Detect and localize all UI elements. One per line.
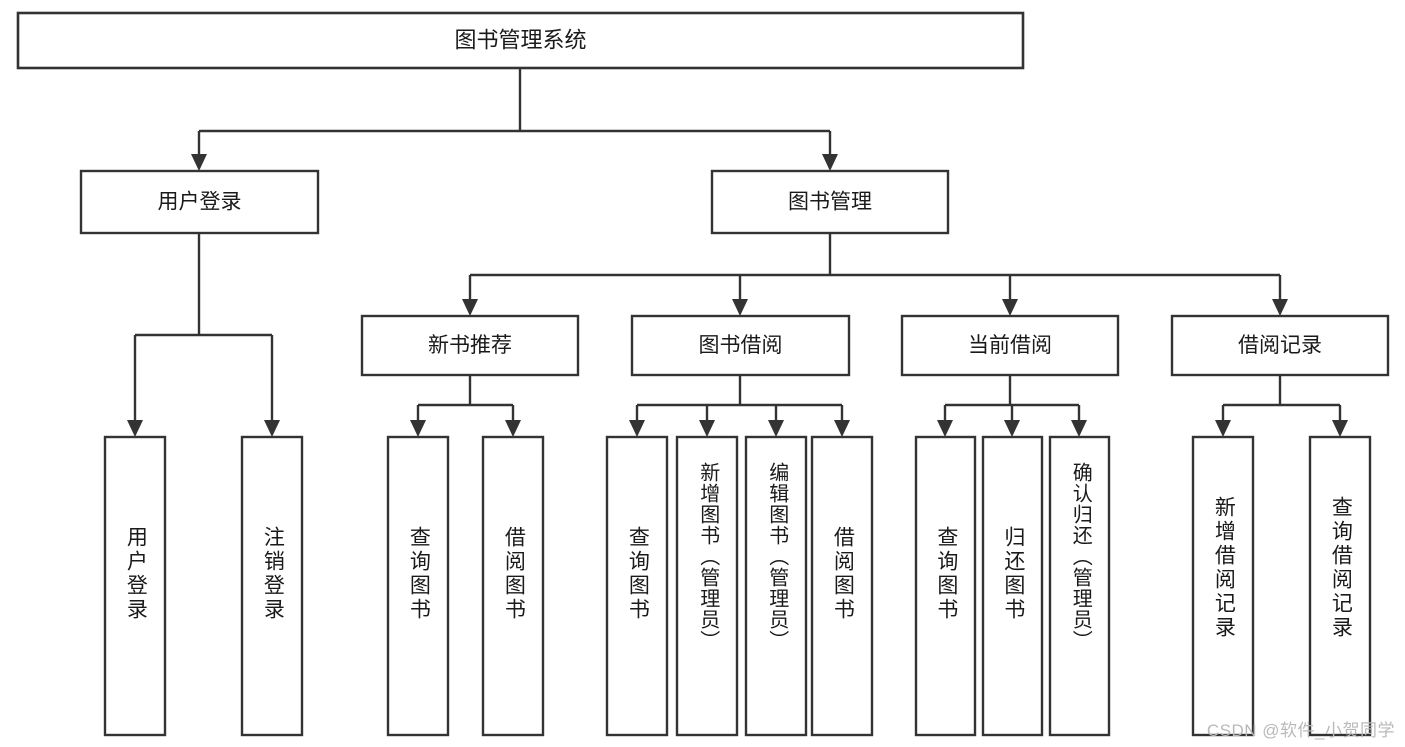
node-new-book-rec[interactable]: 新书推荐	[360, 314, 580, 377]
node-leaf-query-record-box[interactable]	[1308, 435, 1372, 737]
node-book-manage-box[interactable]	[710, 169, 950, 235]
current-borrow-leaf-arrow-2	[1071, 420, 1087, 437]
manage-branch-arrow-0	[462, 299, 478, 316]
node-leaf-user-login-box[interactable]	[103, 435, 167, 737]
node-current-borrow-box[interactable]	[900, 314, 1120, 377]
book-borrow-leaf-arrow-2	[768, 420, 784, 437]
login-leaf-arrow-1	[264, 420, 280, 437]
new-book-rec-leaf-arrow-1	[505, 420, 521, 437]
node-book-manage[interactable]: 图书管理	[710, 169, 950, 235]
book-borrow-leaf-arrow-0	[629, 420, 645, 437]
node-book-borrow-box[interactable]	[630, 314, 851, 377]
root-node-label: 图书管理系统	[454, 27, 586, 52]
node-book-borrow-label: 图书借阅	[699, 334, 783, 357]
manage-branch-arrow-3	[1272, 299, 1288, 316]
node-leaf-logout-box[interactable]	[240, 435, 304, 737]
node-leaf-edit-book-box[interactable]	[744, 435, 808, 737]
node-book-manage-label: 图书管理	[788, 191, 872, 214]
node-user-login-label: 用户登录	[158, 191, 242, 214]
borrow-record-leaf-arrow-0	[1215, 420, 1231, 437]
borrow-record-leaf-arrow-1	[1332, 420, 1348, 437]
node-borrow-record-label: 借阅记录	[1238, 334, 1322, 357]
book-borrow-leaf-arrow-3	[834, 420, 850, 437]
node-leaf-return-book-box[interactable]	[981, 435, 1044, 737]
book-borrow-leaf-arrow-1	[699, 420, 715, 437]
root-branch-arrow-1	[822, 154, 838, 171]
node-leaf-add-record-box[interactable]	[1191, 435, 1255, 737]
node-current-borrow[interactable]: 当前借阅	[900, 314, 1120, 377]
login-leaf-arrow-0	[127, 420, 143, 437]
node-user-login[interactable]: 用户登录	[79, 169, 320, 235]
node-leaf-query-book-1-box[interactable]	[386, 435, 450, 737]
node-leaf-borrow-book-1-box[interactable]	[481, 435, 545, 737]
node-leaf-query-book-3-box[interactable]	[914, 435, 977, 737]
new-book-rec-leaf-arrow-0	[410, 420, 426, 437]
node-user-login-box[interactable]	[79, 169, 320, 235]
node-new-book-rec-label: 新书推荐	[428, 334, 512, 357]
node-leaf-confirm-return-box[interactable]	[1048, 435, 1111, 737]
root-branch-arrow-0	[191, 154, 207, 171]
node-leaf-add-book-box[interactable]	[675, 435, 739, 737]
current-borrow-leaf-arrow-0	[937, 420, 953, 437]
root-node-box[interactable]	[16, 11, 1025, 70]
manage-branch-arrow-1	[732, 299, 748, 316]
node-book-borrow[interactable]: 图书借阅	[630, 314, 851, 377]
node-leaf-borrow-book-2-box[interactable]	[810, 435, 874, 737]
connector-layer	[127, 68, 1348, 437]
node-borrow-record-box[interactable]	[1170, 314, 1390, 377]
node-borrow-record[interactable]: 借阅记录	[1170, 314, 1390, 377]
current-borrow-leaf-arrow-1	[1004, 420, 1020, 437]
node-new-book-rec-box[interactable]	[360, 314, 580, 377]
root-node[interactable]: 图书管理系统	[16, 11, 1025, 70]
node-current-borrow-label: 当前借阅	[968, 334, 1052, 357]
node-leaf-query-book-2-box[interactable]	[605, 435, 669, 737]
manage-branch-arrow-2	[1002, 299, 1018, 316]
